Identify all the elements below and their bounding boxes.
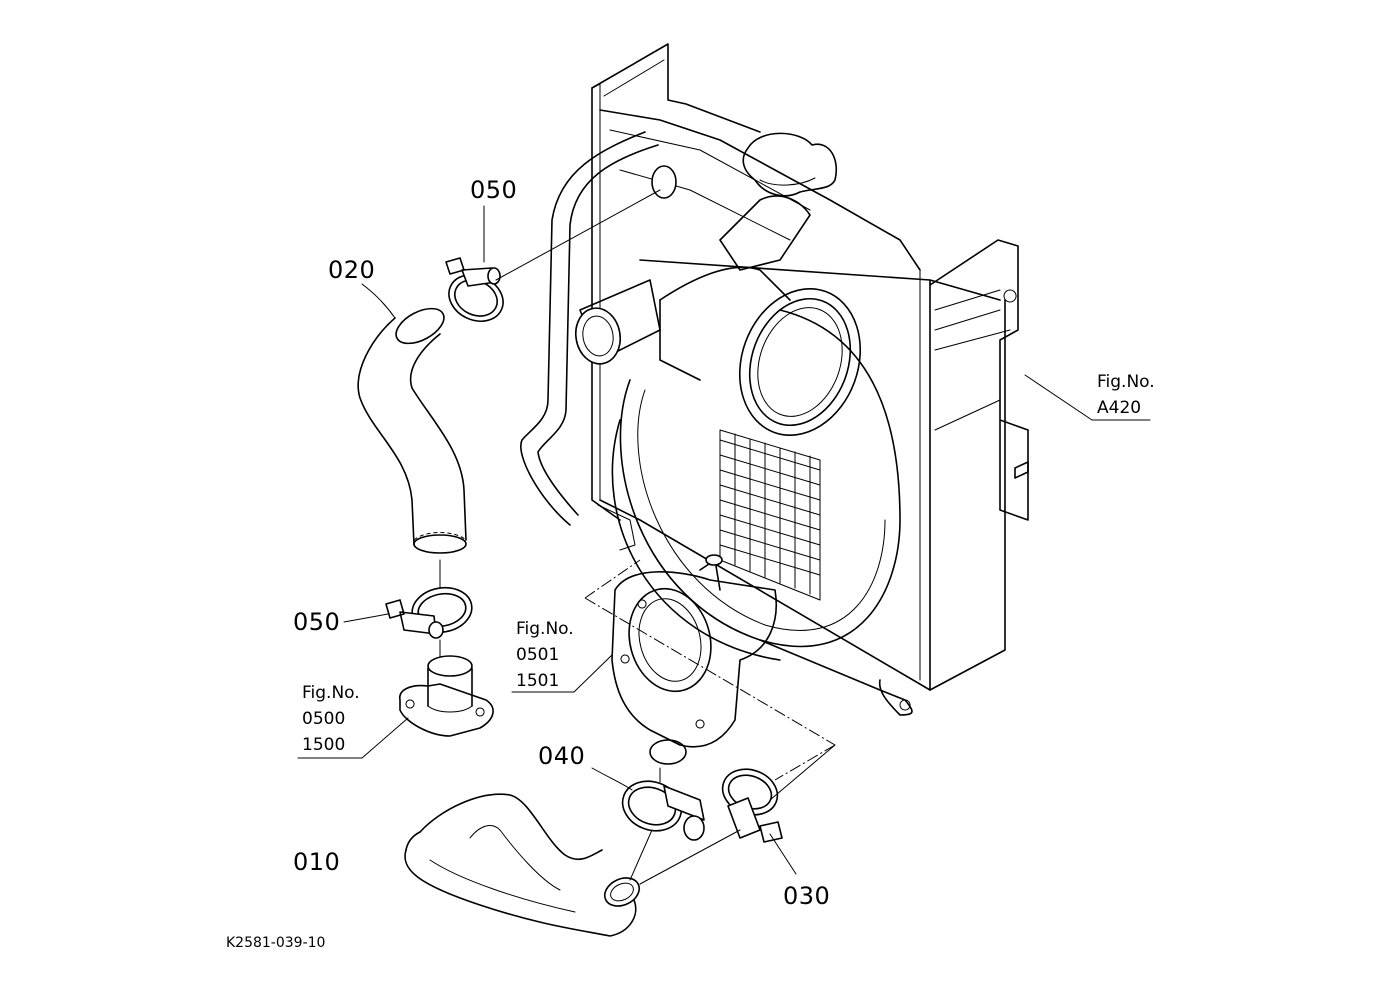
part-label-010: 010	[293, 848, 341, 876]
part-label-040: 040	[538, 742, 586, 770]
clamp-030	[721, 744, 836, 843]
lower-hose	[404, 793, 741, 937]
part-label-020: 020	[328, 256, 376, 284]
figref-0501-prefix: Fig.No.	[516, 619, 574, 639]
radiator-assembly	[520, 43, 1029, 716]
clamp-050-mid	[385, 559, 473, 639]
thermostat-cover	[399, 639, 494, 737]
figref-a420-number: A420	[1097, 398, 1142, 418]
figref-a420-prefix: Fig.No.	[1097, 372, 1155, 392]
clamp-040	[621, 767, 705, 841]
water-flange	[584, 554, 836, 781]
figref-0500-line1: 0500	[302, 709, 346, 729]
figref-0501-line1: 0501	[516, 645, 560, 665]
figref-0500-prefix: Fig.No.	[302, 683, 360, 703]
leader-lines	[297, 205, 1151, 875]
clamp-050-top	[445, 189, 661, 322]
figref-0501-line2: 1501	[516, 671, 560, 691]
drawing-code: K2581-039-10	[226, 935, 326, 951]
part-label-030: 030	[783, 882, 831, 910]
part-label-050-top: 050	[470, 176, 518, 204]
figref-0500-line2: 1500	[302, 735, 346, 755]
upper-hose	[357, 307, 467, 554]
part-label-050-mid: 050	[293, 608, 341, 636]
